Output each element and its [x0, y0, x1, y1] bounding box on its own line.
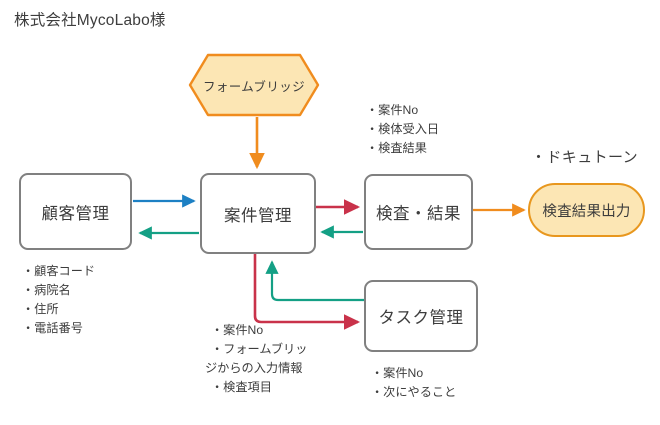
- node-form-bridge[interactable]: フォームブリッジ: [188, 53, 320, 117]
- connector-task-to-case: [265, 260, 364, 302]
- note-item: ジからの入力情報: [205, 361, 303, 375]
- note-case-fields: ・案件No ・フォームブリッ ジからの入力情報 ・検査項目: [205, 321, 308, 397]
- connector-case-to-task: [253, 254, 361, 330]
- note-task-fields: ・案件No ・次にやること: [371, 364, 456, 402]
- note-item: ・案件No: [211, 323, 264, 337]
- node-task-management-label: タスク管理: [378, 309, 464, 327]
- node-result-output-label: 検査結果出力: [542, 203, 631, 220]
- node-form-bridge-label: フォームブリッジ: [202, 79, 306, 94]
- page-title: 株式会社MycoLabo様: [14, 12, 166, 29]
- note-item: ・検体受入日: [366, 122, 440, 136]
- note-item: ・住所: [22, 302, 59, 316]
- node-task-management[interactable]: タスク管理: [364, 280, 478, 352]
- note-item: ・フォームブリッ: [211, 342, 308, 356]
- node-inspection-result[interactable]: 検査・結果: [364, 174, 473, 250]
- node-customer-management[interactable]: 顧客管理: [19, 173, 132, 250]
- note-item: ・電話番号: [22, 321, 83, 335]
- node-result-output[interactable]: 検査結果出力: [528, 183, 645, 237]
- note-item: ・病院名: [22, 283, 71, 297]
- node-customer-management-label: 顧客管理: [41, 204, 110, 223]
- node-case-management[interactable]: 案件管理: [200, 173, 316, 254]
- note-item: ・検査結果: [366, 141, 427, 155]
- note-item: ・案件No: [371, 366, 424, 380]
- note-item: ・顧客コード: [22, 264, 96, 278]
- note-item: ・検査項目: [211, 380, 272, 394]
- hexagon-shape: [188, 53, 320, 117]
- node-inspection-result-label: 検査・結果: [376, 205, 461, 223]
- node-case-management-label: 案件管理: [224, 206, 292, 225]
- note-item: ・案件No: [366, 103, 419, 117]
- note-customer-fields: ・顧客コード ・病院名 ・住所 ・電話番号: [22, 262, 95, 338]
- note-item: ・次にやること: [371, 385, 457, 399]
- note-output-fields: ・ドキュトーン: [531, 148, 638, 168]
- note-item: ・ドキュトーン: [531, 149, 639, 166]
- note-inspection-fields: ・案件No ・検体受入日 ・検査結果: [366, 101, 439, 158]
